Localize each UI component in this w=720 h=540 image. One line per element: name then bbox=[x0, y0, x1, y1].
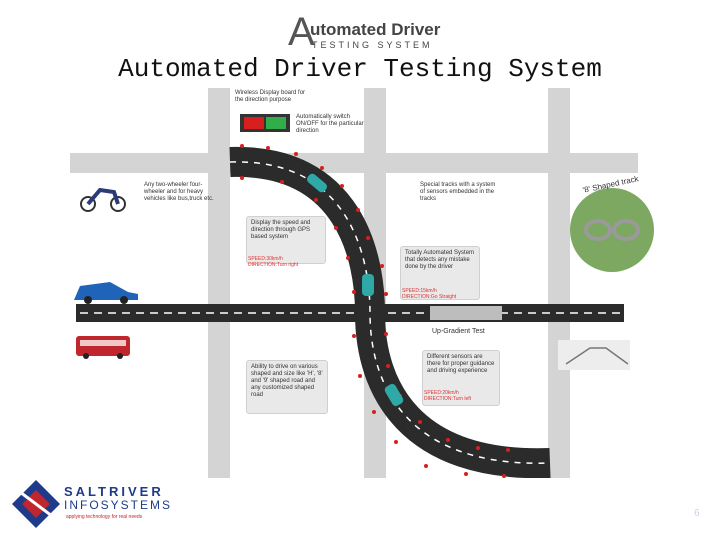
eight-shaped-track-photo bbox=[570, 188, 654, 272]
sensor-dot bbox=[446, 438, 450, 442]
top-logo-line2: TESTING SYSTEM bbox=[312, 40, 433, 50]
saltriver-logo-line1: SALTRIVER bbox=[64, 484, 164, 499]
track-diagram-svg bbox=[70, 88, 654, 478]
sensors-note: Different sensors are there for proper g… bbox=[427, 354, 495, 374]
up-gradient-label: Up-Gradient Test bbox=[432, 328, 485, 335]
sensor-dot bbox=[266, 146, 270, 150]
display-speed-card: Display the speed and direction through … bbox=[246, 216, 326, 264]
direction-label-3: DIRECTION:Turn left bbox=[424, 396, 472, 402]
page-number: 6 bbox=[694, 508, 700, 519]
sensor-dot bbox=[240, 144, 244, 148]
sensor-dot bbox=[314, 198, 318, 202]
motorcycle-icon bbox=[80, 187, 126, 212]
sensor-dot bbox=[506, 448, 510, 452]
stop-signal-icon bbox=[244, 117, 264, 129]
sensor-dot bbox=[352, 290, 356, 294]
top-logo: A utomated Driver TESTING SYSTEM bbox=[288, 12, 441, 52]
curved-track-lane-marking bbox=[229, 161, 551, 464]
automated-system-card: Totally Automated System that detects an… bbox=[400, 246, 480, 300]
speed-label-2: SPEED:15km/h bbox=[402, 288, 437, 294]
car-icon bbox=[384, 383, 404, 407]
sensor-dot bbox=[280, 180, 284, 184]
sensor-dot bbox=[502, 474, 506, 478]
ability-card: Ability to drive on various shaped and s… bbox=[246, 360, 328, 414]
sensor-dot bbox=[384, 332, 388, 336]
sensor-dot bbox=[294, 152, 298, 156]
sensors-card: Different sensors are there for proper g… bbox=[422, 350, 500, 406]
vertical-road-left bbox=[208, 88, 230, 478]
direction-label-1: DIRECTION:Turn right bbox=[248, 262, 299, 268]
auto-switch-note: Automatically switch ON/OFF for the part… bbox=[296, 114, 364, 134]
sensor-dot bbox=[372, 410, 376, 414]
sensor-dot bbox=[320, 166, 324, 170]
top-logo-line1: utomated Driver bbox=[310, 20, 441, 39]
wireless-board-note: Wireless Display board for the direction… bbox=[235, 90, 306, 103]
sensor-dot bbox=[424, 464, 428, 468]
up-gradient-ramp bbox=[430, 306, 502, 320]
sensor-dot bbox=[418, 420, 422, 424]
blue-car-icon bbox=[74, 282, 138, 304]
sensor-dot bbox=[356, 208, 360, 212]
sensor-dot bbox=[340, 184, 344, 188]
sensor-dot bbox=[346, 256, 350, 260]
horizontal-road-top bbox=[70, 153, 638, 173]
sensor-dot bbox=[366, 236, 370, 240]
sensor-dot bbox=[352, 334, 356, 338]
vehicles-note: Any two-wheeler four-wheeler and for hea… bbox=[144, 182, 214, 202]
saltriver-logo-mark-icon bbox=[11, 480, 61, 528]
ability-note: Ability to drive on various shaped and s… bbox=[251, 364, 323, 398]
car-icon bbox=[362, 274, 374, 296]
automated-system-note: Totally Automated System that detects an… bbox=[405, 250, 475, 270]
track-diagram: Wireless Display board for the direction… bbox=[70, 88, 658, 478]
sensor-dot bbox=[386, 364, 390, 368]
sensor-dot bbox=[384, 292, 388, 296]
saltriver-logo: SALTRIVER INFOSYSTEMS applying technolog… bbox=[8, 478, 208, 530]
saltriver-logo-tagline: applying technology for real needs bbox=[66, 514, 143, 520]
top-logo-letter: A bbox=[288, 10, 315, 54]
sensor-dot bbox=[334, 226, 338, 230]
car-icon bbox=[306, 173, 328, 193]
display-speed-note: Display the speed and direction through … bbox=[251, 220, 311, 240]
sensor-dot bbox=[240, 176, 244, 180]
page-title: Automated Driver Testing System bbox=[118, 54, 602, 84]
vertical-road-right bbox=[548, 88, 570, 478]
sensor-dot bbox=[380, 264, 384, 268]
speed-label-3: SPEED:20km/h bbox=[424, 390, 459, 396]
direction-label-2: DIRECTION:Go Straight bbox=[402, 294, 457, 300]
saltriver-logo-line2: INFOSYSTEMS bbox=[64, 498, 173, 512]
sensor-dot bbox=[394, 440, 398, 444]
go-signal-icon bbox=[266, 117, 286, 129]
bus-icon bbox=[76, 336, 130, 359]
sensor-dot bbox=[358, 374, 362, 378]
sensor-dot bbox=[464, 472, 468, 476]
speed-label-1: SPEED:30km/h bbox=[248, 256, 283, 262]
sensor-markers bbox=[240, 144, 510, 478]
gradient-diagram bbox=[558, 340, 630, 370]
sensor-dot bbox=[476, 446, 480, 450]
special-tracks-note: Special tracks with a system of sensors … bbox=[420, 182, 496, 202]
